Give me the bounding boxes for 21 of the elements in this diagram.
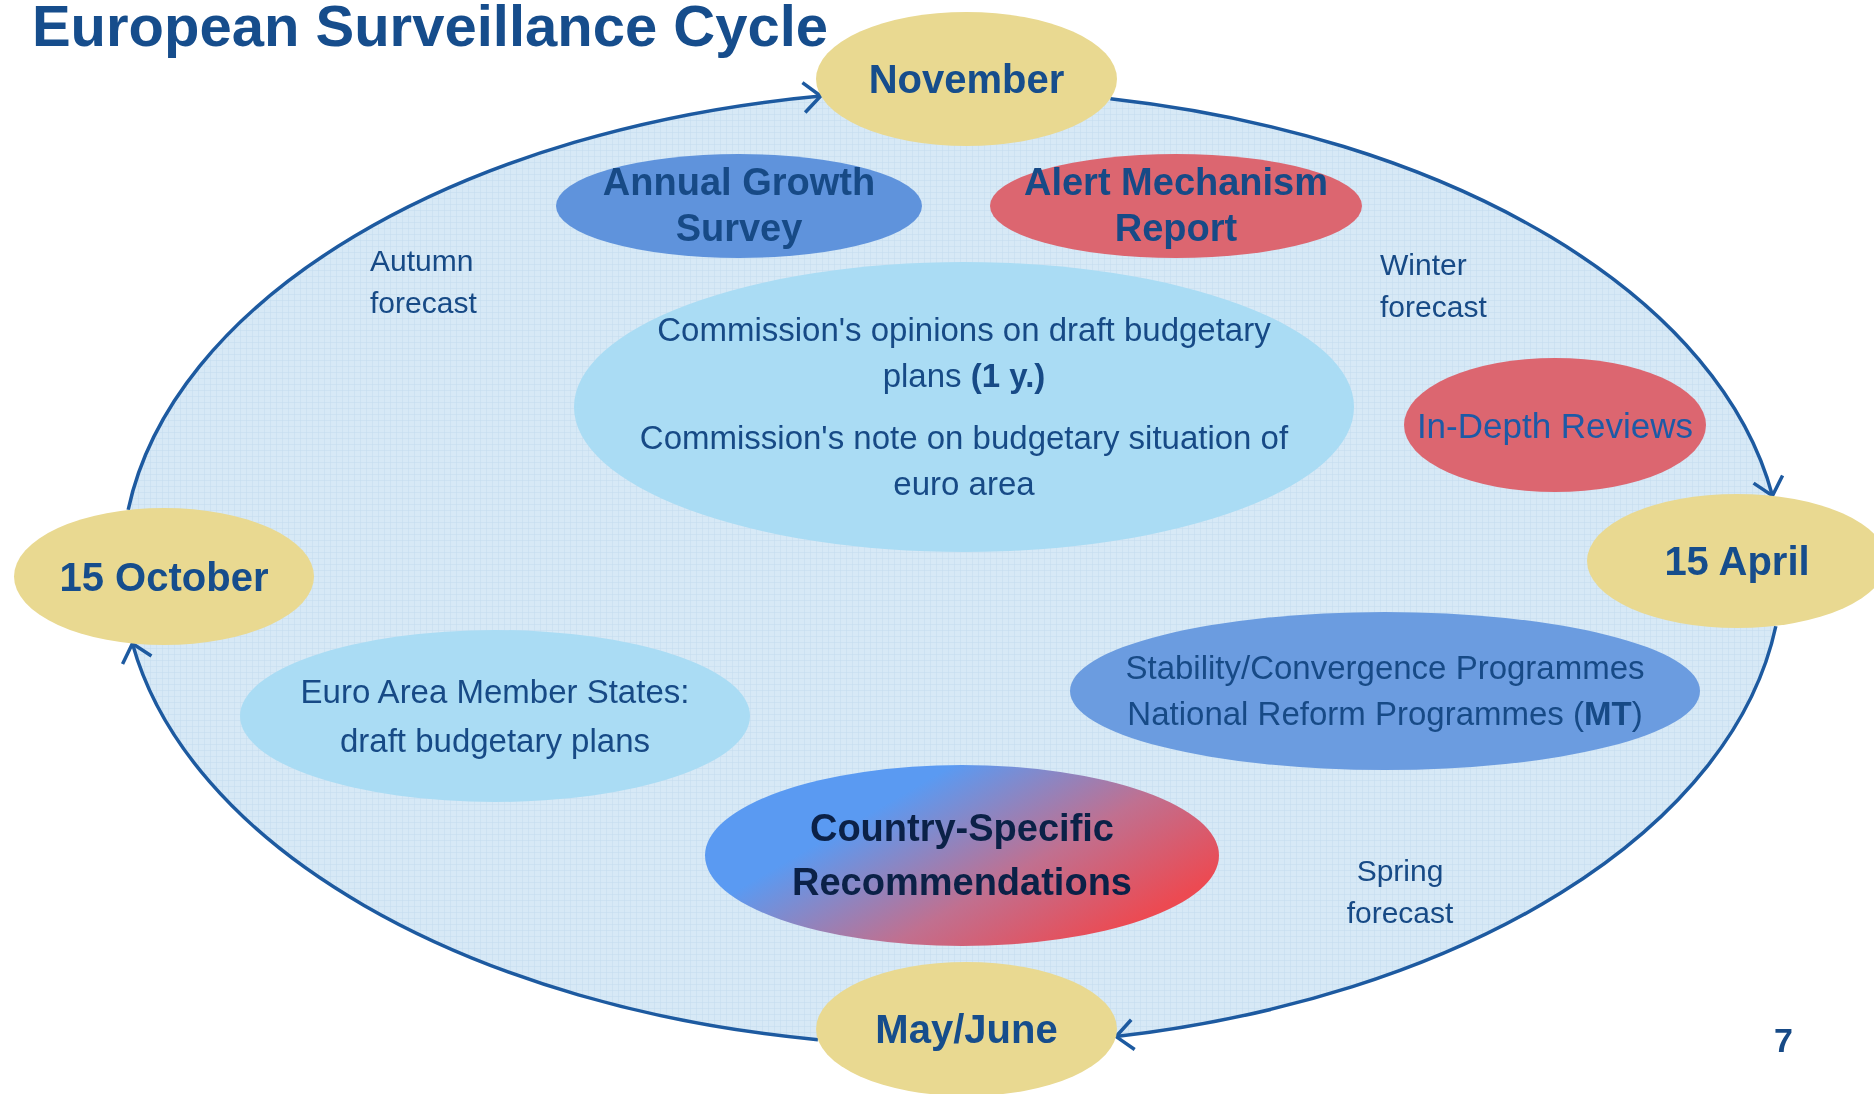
cycle-arrow: [1114, 625, 1778, 1051]
node-text: Annual Growth Survey: [601, 160, 877, 251]
node-text: 15 April: [1664, 538, 1810, 585]
node-text: Country-Specific Recommendations: [791, 806, 1133, 905]
node-text: Commission's note on budgetary situation of euro area: [638, 418, 1290, 505]
node-text: In-Depth Reviews: [1416, 404, 1694, 447]
title: European Surveillance Cycle: [30, 0, 830, 59]
node-text: Alert Mechanism Report: [1022, 160, 1330, 251]
page-number: 7: [1774, 1020, 1794, 1061]
forecast-label: Winter forecast: [1380, 247, 1488, 325]
node-text: May/June: [875, 1006, 1058, 1053]
node-text: Commission's opinions on draft budgetary plans (1 y.): [656, 309, 1272, 396]
cycle-arrow: [1110, 97, 1783, 498]
node-text: 15 October: [59, 553, 269, 601]
node-text: Euro Area Member States: draft budgetary plans: [299, 671, 691, 761]
node-text: National Reform Programmes (MT): [1127, 694, 1643, 734]
node-text: Stability/Convergence Programmes: [1125, 647, 1645, 688]
node-text: November: [868, 56, 1065, 103]
forecast-label: Autumn forecast: [370, 243, 478, 321]
cycle-arrow: [126, 81, 823, 511]
forecast-label: Spring forecast: [1345, 853, 1455, 931]
